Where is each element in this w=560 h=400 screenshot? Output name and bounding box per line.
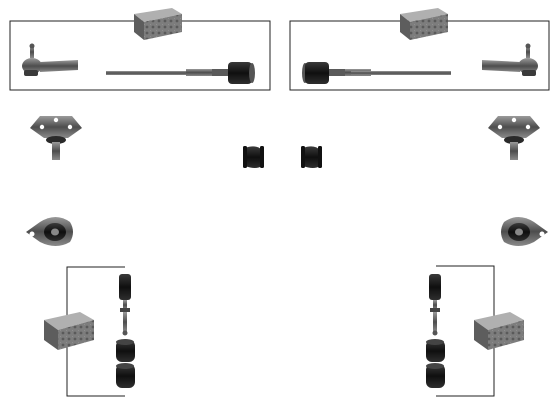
steering-kit-right: [289, 8, 550, 91]
rubber-bushing-icon: [426, 339, 445, 362]
rubber-bushing-icon: [116, 339, 135, 362]
stabilizer-link-kit-left: [44, 266, 135, 397]
ball-joint-left-icon: [30, 116, 82, 160]
control-arm-bushing-left-icon: [26, 217, 73, 246]
stabilizer-link-icon: [119, 274, 131, 336]
tie-rod-end-icon: [22, 43, 78, 76]
rubber-bushing-icon: [426, 363, 445, 388]
tie-rod-icon: [302, 62, 451, 84]
package-box-icon: [134, 8, 182, 40]
rubber-bushing-icon: [116, 363, 135, 388]
package-box-icon: [44, 312, 94, 350]
tie-rod-icon: [106, 62, 255, 84]
stabilizer-bushing-left-icon: [243, 146, 264, 168]
steering-kit-left: [9, 8, 271, 91]
stabilizer-link-icon: [429, 274, 441, 336]
control-arm-bushing-right-icon: [501, 217, 548, 246]
package-box-icon: [474, 312, 524, 350]
tie-rod-end-icon: [482, 43, 538, 76]
stabilizer-link-kit-right: [426, 265, 524, 397]
package-box-icon: [400, 8, 448, 40]
stabilizer-bushing-right-icon: [301, 146, 322, 168]
ball-joint-right-icon: [488, 116, 540, 160]
